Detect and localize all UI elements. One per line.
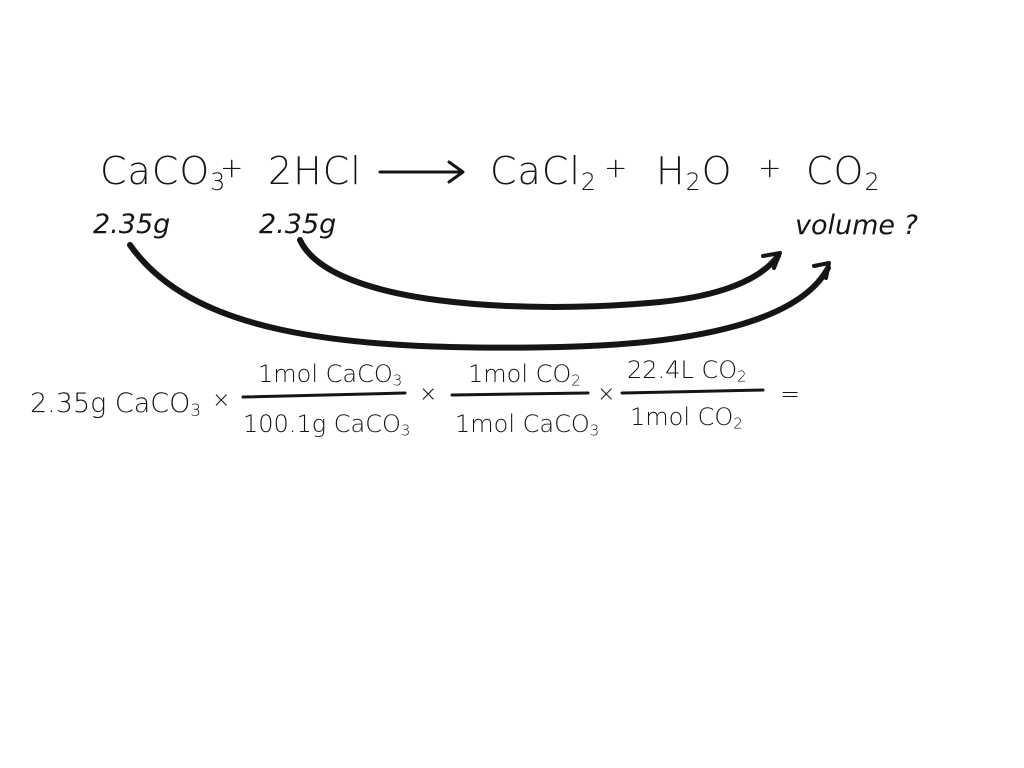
- fraction2-denominator-subscript: 3: [589, 421, 600, 440]
- product-co2: CO2: [806, 149, 880, 194]
- product-h2o-h: H: [656, 149, 686, 193]
- times-sign-1: ×: [212, 388, 231, 413]
- reaction-arrow: [378, 160, 465, 184]
- reactant-caco3-base: CaCO: [100, 149, 211, 193]
- calc-start-text: 2.35g CaCO: [30, 388, 191, 419]
- plus-sign-2: +: [604, 151, 629, 184]
- product-h2o-subscript: 2: [685, 167, 702, 196]
- caco3-to-co2-arrow-head: [812, 261, 831, 280]
- fraction1-numerator: 1mol CaCO3: [258, 360, 402, 388]
- product-co2-base: CO: [806, 149, 865, 193]
- reaction-arrow-head: [447, 160, 465, 184]
- plus-sign-3: +: [758, 151, 783, 184]
- calc-start-subscript: 3: [190, 400, 202, 421]
- fraction1-denominator: 100.1g CaCO3: [243, 410, 410, 438]
- times-sign-2: ×: [419, 382, 438, 407]
- fraction1-denominator-subscript: 3: [400, 421, 411, 440]
- fraction3-denominator-text: 1mol CO: [630, 403, 734, 431]
- fraction3-denominator-subscript: 2: [733, 414, 743, 433]
- fraction3-numerator: 22.4L CO2: [627, 356, 747, 384]
- product-cacl2: CaCl2: [490, 149, 597, 194]
- fraction2-numerator-subscript: 2: [571, 371, 581, 390]
- times-sign-3: ×: [597, 382, 616, 407]
- product-cacl2-subscript: 2: [580, 167, 597, 196]
- fraction2-denominator-text: 1mol CaCO: [455, 410, 590, 438]
- product-cacl2-base: CaCl: [490, 149, 581, 193]
- plus-sign-1: +: [220, 151, 245, 184]
- hcl-to-co2-arrow-curve: [297, 237, 781, 310]
- reactant-caco3-subscript: 3: [210, 167, 227, 196]
- fraction3-numerator-text: 22.4L CO: [627, 356, 738, 384]
- fraction1-denominator-text: 100.1g CaCO: [243, 410, 401, 438]
- product-h2o-o: O: [701, 149, 733, 193]
- caco3-mass-label: 2.35g: [93, 209, 171, 240]
- fraction2-bar: [450, 391, 590, 397]
- reactant-caco3: CaCO3: [100, 149, 226, 194]
- fraction2-denominator: 1mol CaCO3: [455, 410, 599, 438]
- fraction3-bar: [620, 388, 765, 395]
- calc-start-quantity: 2.35g CaCO3: [30, 388, 202, 421]
- hcl-mass-label: 2.35g: [259, 209, 337, 240]
- fraction-bars: [241, 388, 765, 399]
- reactant-hcl: 2HCl: [268, 149, 362, 193]
- equals-sign: =: [780, 380, 801, 408]
- product-co2-subscript: 2: [864, 167, 881, 196]
- hcl-to-co2-arrow-head: [761, 251, 782, 270]
- caco3-to-co2-arrow: [127, 242, 831, 351]
- fraction1-numerator-text: 1mol CaCO: [258, 360, 393, 388]
- fraction1-numerator-subscript: 3: [392, 371, 403, 390]
- product-h2o: H2O: [656, 149, 733, 194]
- fraction3-numerator-subscript: 2: [737, 367, 747, 386]
- hcl-to-co2-arrow: [297, 237, 782, 310]
- caco3-to-co2-arrow-curve: [127, 242, 831, 351]
- fraction1-bar: [241, 391, 407, 399]
- fraction2-numerator-text: 1mol CO: [468, 360, 572, 388]
- volume-question-label: volume ?: [795, 210, 918, 241]
- fraction2-numerator: 1mol CO2: [468, 360, 581, 388]
- fraction3-denominator: 1mol CO2: [630, 403, 743, 431]
